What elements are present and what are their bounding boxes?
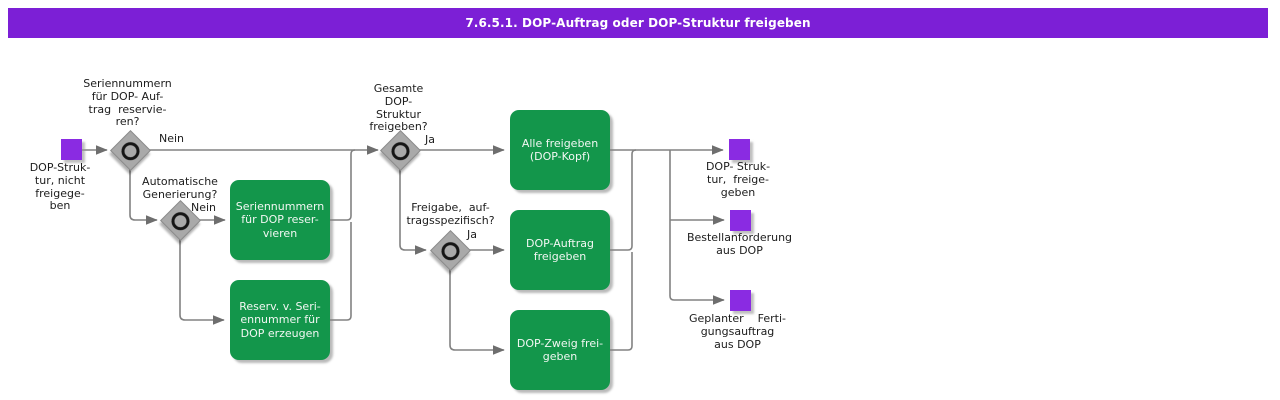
gateway-question-automatic-generation: Automatische Generierung? xyxy=(142,175,218,201)
gateway-circle-icon xyxy=(437,237,464,264)
diagram-title: 7.6.5.1. DOP-Auftrag oder DOP-Struktur f… xyxy=(465,16,811,30)
gateway-question-order-specific: Freigabe, auf- tragsspezifisch? xyxy=(406,201,495,227)
gateway-circle-icon xyxy=(167,207,194,234)
task-release-all: Alle freigeben (DOP-Kopf) xyxy=(510,110,610,190)
end-event-planned-production-order xyxy=(730,290,751,311)
task-release-dop-branch: DOP-Zweig frei- geben xyxy=(510,310,610,390)
task-reserve-serial-numbers: Seriennummern für DOP reser- vieren xyxy=(230,180,330,260)
end-event-structure-released xyxy=(729,139,750,160)
end-label-purchase-requisition: Bestellanforderung aus DOP xyxy=(686,231,793,257)
gateway-circle-icon xyxy=(387,137,414,164)
start-event-node xyxy=(61,139,82,160)
gateway-question-whole-structure: Gesamte DOP- Struktur freigeben? xyxy=(369,82,428,134)
task-release-dop-order: DOP-Auftrag freigeben xyxy=(510,210,610,290)
gateway-circle-icon xyxy=(117,137,144,164)
branch-label-nein-2: Nein xyxy=(191,201,217,214)
end-label-planned-production-order: Geplanter Ferti- gungsauftrag aus DOP xyxy=(689,312,786,351)
branch-label-nein-1: Nein xyxy=(159,132,185,145)
diagram-title-bar: 7.6.5.1. DOP-Auftrag oder DOP-Struktur f… xyxy=(8,8,1268,38)
branch-label-ja-2: Ja xyxy=(467,228,477,241)
gateway-question-serial-numbers: Seriennummern für DOP- Auf- trag reservi… xyxy=(83,77,172,129)
start-event-label: DOP-Struk- tur, nicht freigege- ben xyxy=(29,161,91,213)
branch-label-ja-1: Ja xyxy=(425,133,435,146)
end-event-purchase-requisition xyxy=(730,210,751,231)
end-label-structure-released: DOP- Struk- tur, freige- geben xyxy=(705,160,771,199)
task-create-serial-reservation: Reserv. v. Seri- ennummer für DOP erzeug… xyxy=(230,280,330,360)
